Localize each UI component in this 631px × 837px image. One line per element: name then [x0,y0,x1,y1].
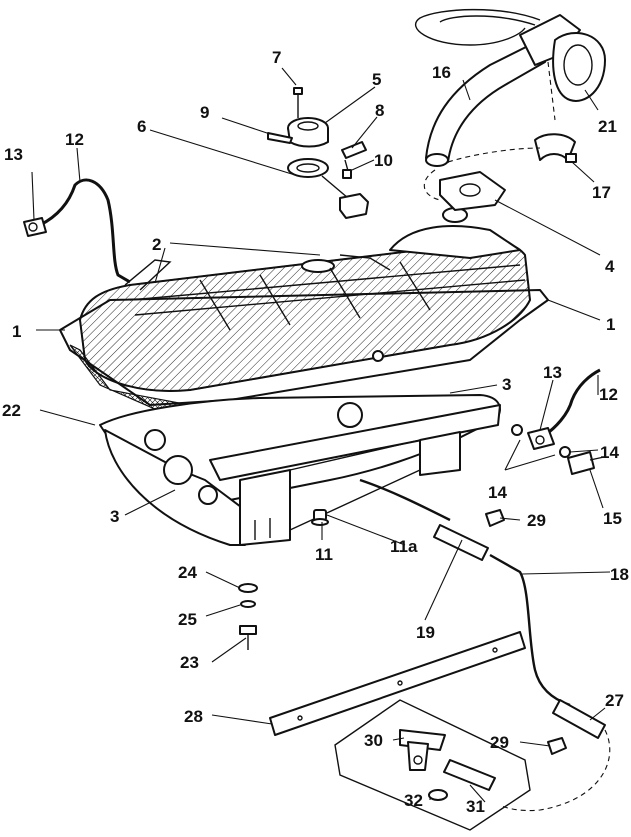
callout-10: 10 [374,151,393,170]
callout-7: 7 [272,48,281,67]
callout-23: 23 [180,653,199,672]
callout-1-right: 1 [606,315,615,334]
callout-12-left: 12 [65,130,84,149]
vent-hose-left [23,178,131,284]
callout-12-right: 12 [599,385,618,404]
callout-19: 19 [416,623,435,642]
filler-neck-assembly [414,8,606,211]
callout-1-left: 1 [12,322,21,341]
protective-strip [269,631,526,736]
callout-29-lower: 29 [490,733,509,752]
callout-30: 30 [364,731,383,750]
callout-3-top: 3 [502,375,511,394]
callout-29-upper: 29 [527,511,546,530]
vent-hose-right [511,368,605,475]
callout-14-lower: 14 [488,483,507,502]
callout-28: 28 [184,707,203,726]
callout-14-upper: 14 [600,443,619,462]
callout-9: 9 [200,103,209,122]
callout-2: 2 [152,235,161,254]
callout-15: 15 [603,509,622,528]
callout-4: 4 [605,257,615,276]
callout-13-right: 13 [543,363,562,382]
callout-18: 18 [610,565,629,584]
callout-13-left: 13 [4,145,23,164]
callout-21: 21 [598,117,617,136]
bolt-and-washers [238,583,258,650]
callout-11a: 11a [390,537,418,556]
tank-cradle [99,394,501,546]
fuel-sender-assembly [267,87,369,219]
drain-plug [311,509,329,526]
callout-22: 22 [2,401,21,420]
tank-straps [124,254,526,331]
callout-8: 8 [375,101,384,120]
callout-labels: 1 1 2 3 3 4 5 6 7 8 9 10 11 11a 12 12 13… [2,48,629,816]
callout-25: 25 [178,610,197,629]
callout-24: 24 [178,563,197,582]
leader-lines [31,67,611,803]
fuel-tap-inset [334,699,531,831]
callout-5: 5 [372,70,381,89]
callout-16: 16 [432,63,451,82]
callout-3-left: 3 [110,507,119,526]
fuel-tank [59,207,549,421]
callout-32: 32 [404,791,423,810]
callout-17: 17 [592,183,611,202]
callout-31: 31 [466,797,485,816]
callout-6: 6 [137,117,146,136]
callout-27: 27 [605,691,624,710]
callout-11: 11 [315,545,333,564]
